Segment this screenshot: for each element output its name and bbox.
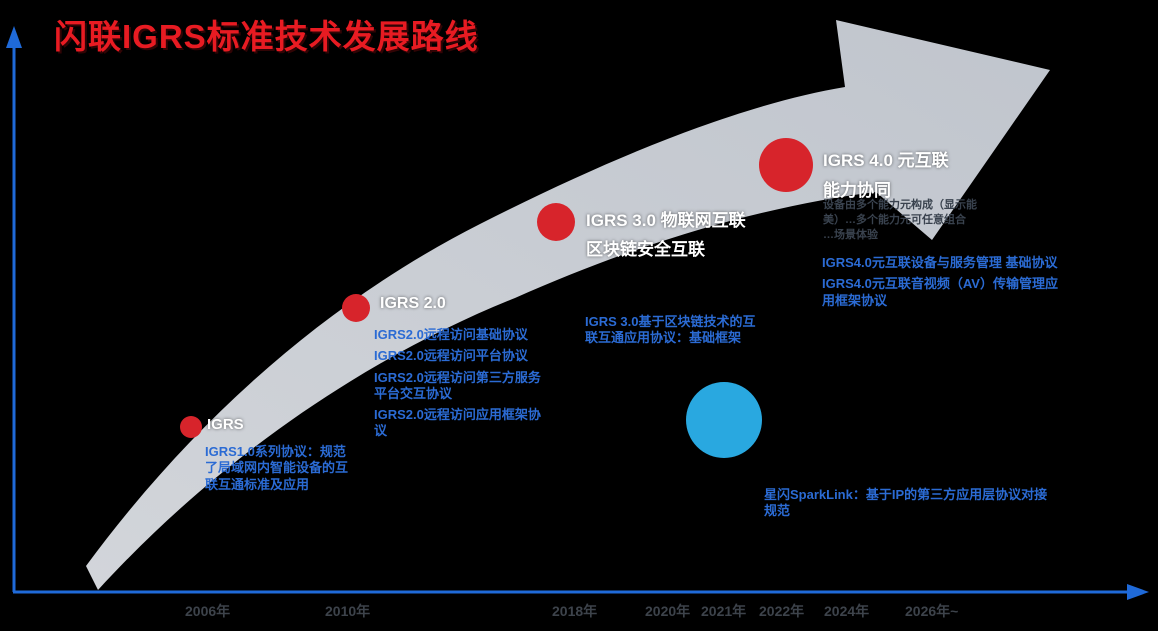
page-title: 闪联IGRS标准技术发展路线 — [54, 18, 479, 55]
x-axis-arrowhead-icon — [1127, 584, 1149, 600]
detail-item: IGRS1.0系列协议：规范了局域网内智能设备的互联互通标准及应用 — [205, 444, 349, 492]
year-label-2010: 2010年 — [325, 603, 371, 619]
year-label-2018: 2018年 — [552, 603, 598, 619]
y-axis-arrowhead-icon — [6, 26, 22, 48]
year-label-2021: 2021年 — [701, 603, 747, 619]
milestone-details-igrs3: IGRS 3.0基于区块链技术的互联互通应用协议：基础框架 — [585, 314, 767, 347]
year-label-2020: 2020年 — [645, 603, 691, 619]
detail-item: IGRS4.0元互联音视频（AV）传输管理应用框架协议 — [822, 276, 1058, 308]
milestone-label-igrs4-line2: 能力协同 — [823, 181, 891, 200]
milestone-label-igrs3-line1: IGRS 3.0 物联网互联 — [586, 211, 746, 230]
detail-item: IGRS2.0远程访问基础协议 — [374, 327, 528, 342]
note-line: 美）…多个能力元可任意组合 — [823, 213, 966, 226]
detail-item: IGRS2.0远程访问第三方服务平台交互协议 — [374, 369, 541, 401]
note-line: …场景体验 — [823, 228, 878, 241]
milestone-label-igrs4-line1: IGRS 4.0 元互联 — [823, 151, 949, 170]
detail-item: IGRS2.0远程访问平台协议 — [374, 348, 528, 364]
milestone-details-igrs4: IGRS4.0元互联设备与服务管理 基础协议 IGRS4.0元互联音视频（AV）… — [822, 255, 1064, 309]
milestone-dot-sparklink — [686, 382, 762, 458]
year-label-2024: 2024年 — [824, 603, 870, 619]
milestone-dot-igrs3 — [537, 203, 575, 241]
milestone-dot-igrs2 — [342, 294, 370, 322]
year-label-2026: 2026年~ — [905, 603, 959, 619]
detail-item: IGRS2.0远程访问应用框架协议 — [374, 407, 541, 439]
detail-item: IGRS 3.0基于区块链技术的互联互通应用协议：基础框架 — [585, 314, 756, 346]
milestone-note-igrs4: 设备由多个能力元构成（显示能 美）…多个能力元可任意组合 …场景体验 — [823, 198, 1001, 243]
milestone-dot-igrs1 — [180, 416, 202, 438]
year-label-2022: 2022年 — [759, 603, 805, 619]
milestone-details-igrs2: IGRS2.0远程访问基础协议 IGRS2.0远程访问平台协议 IGRS2.0远… — [374, 327, 550, 440]
milestone-label-igrs1: IGRS — [207, 416, 244, 433]
year-label-2006: 2006年 — [185, 603, 231, 619]
milestone-dot-igrs4 — [759, 138, 813, 192]
milestone-details-igrs1: IGRS1.0系列协议：规范了局域网内智能设备的互联互通标准及应用 — [205, 444, 357, 493]
milestone-label-igrs3-line2: 区块链安全互联 — [586, 240, 705, 259]
detail-item: 星闪SparkLink：基于IP的第三方应用层协议对接规范 — [764, 487, 1048, 519]
milestone-details-sparklink: 星闪SparkLink：基于IP的第三方应用层协议对接规范 — [764, 487, 1056, 520]
detail-item: IGRS4.0元互联设备与服务管理 基础协议 — [822, 255, 1058, 270]
milestone-label-igrs2: IGRS 2.0 — [380, 295, 446, 312]
note-line: 设备由多个能力元构成（显示能 — [823, 199, 977, 211]
